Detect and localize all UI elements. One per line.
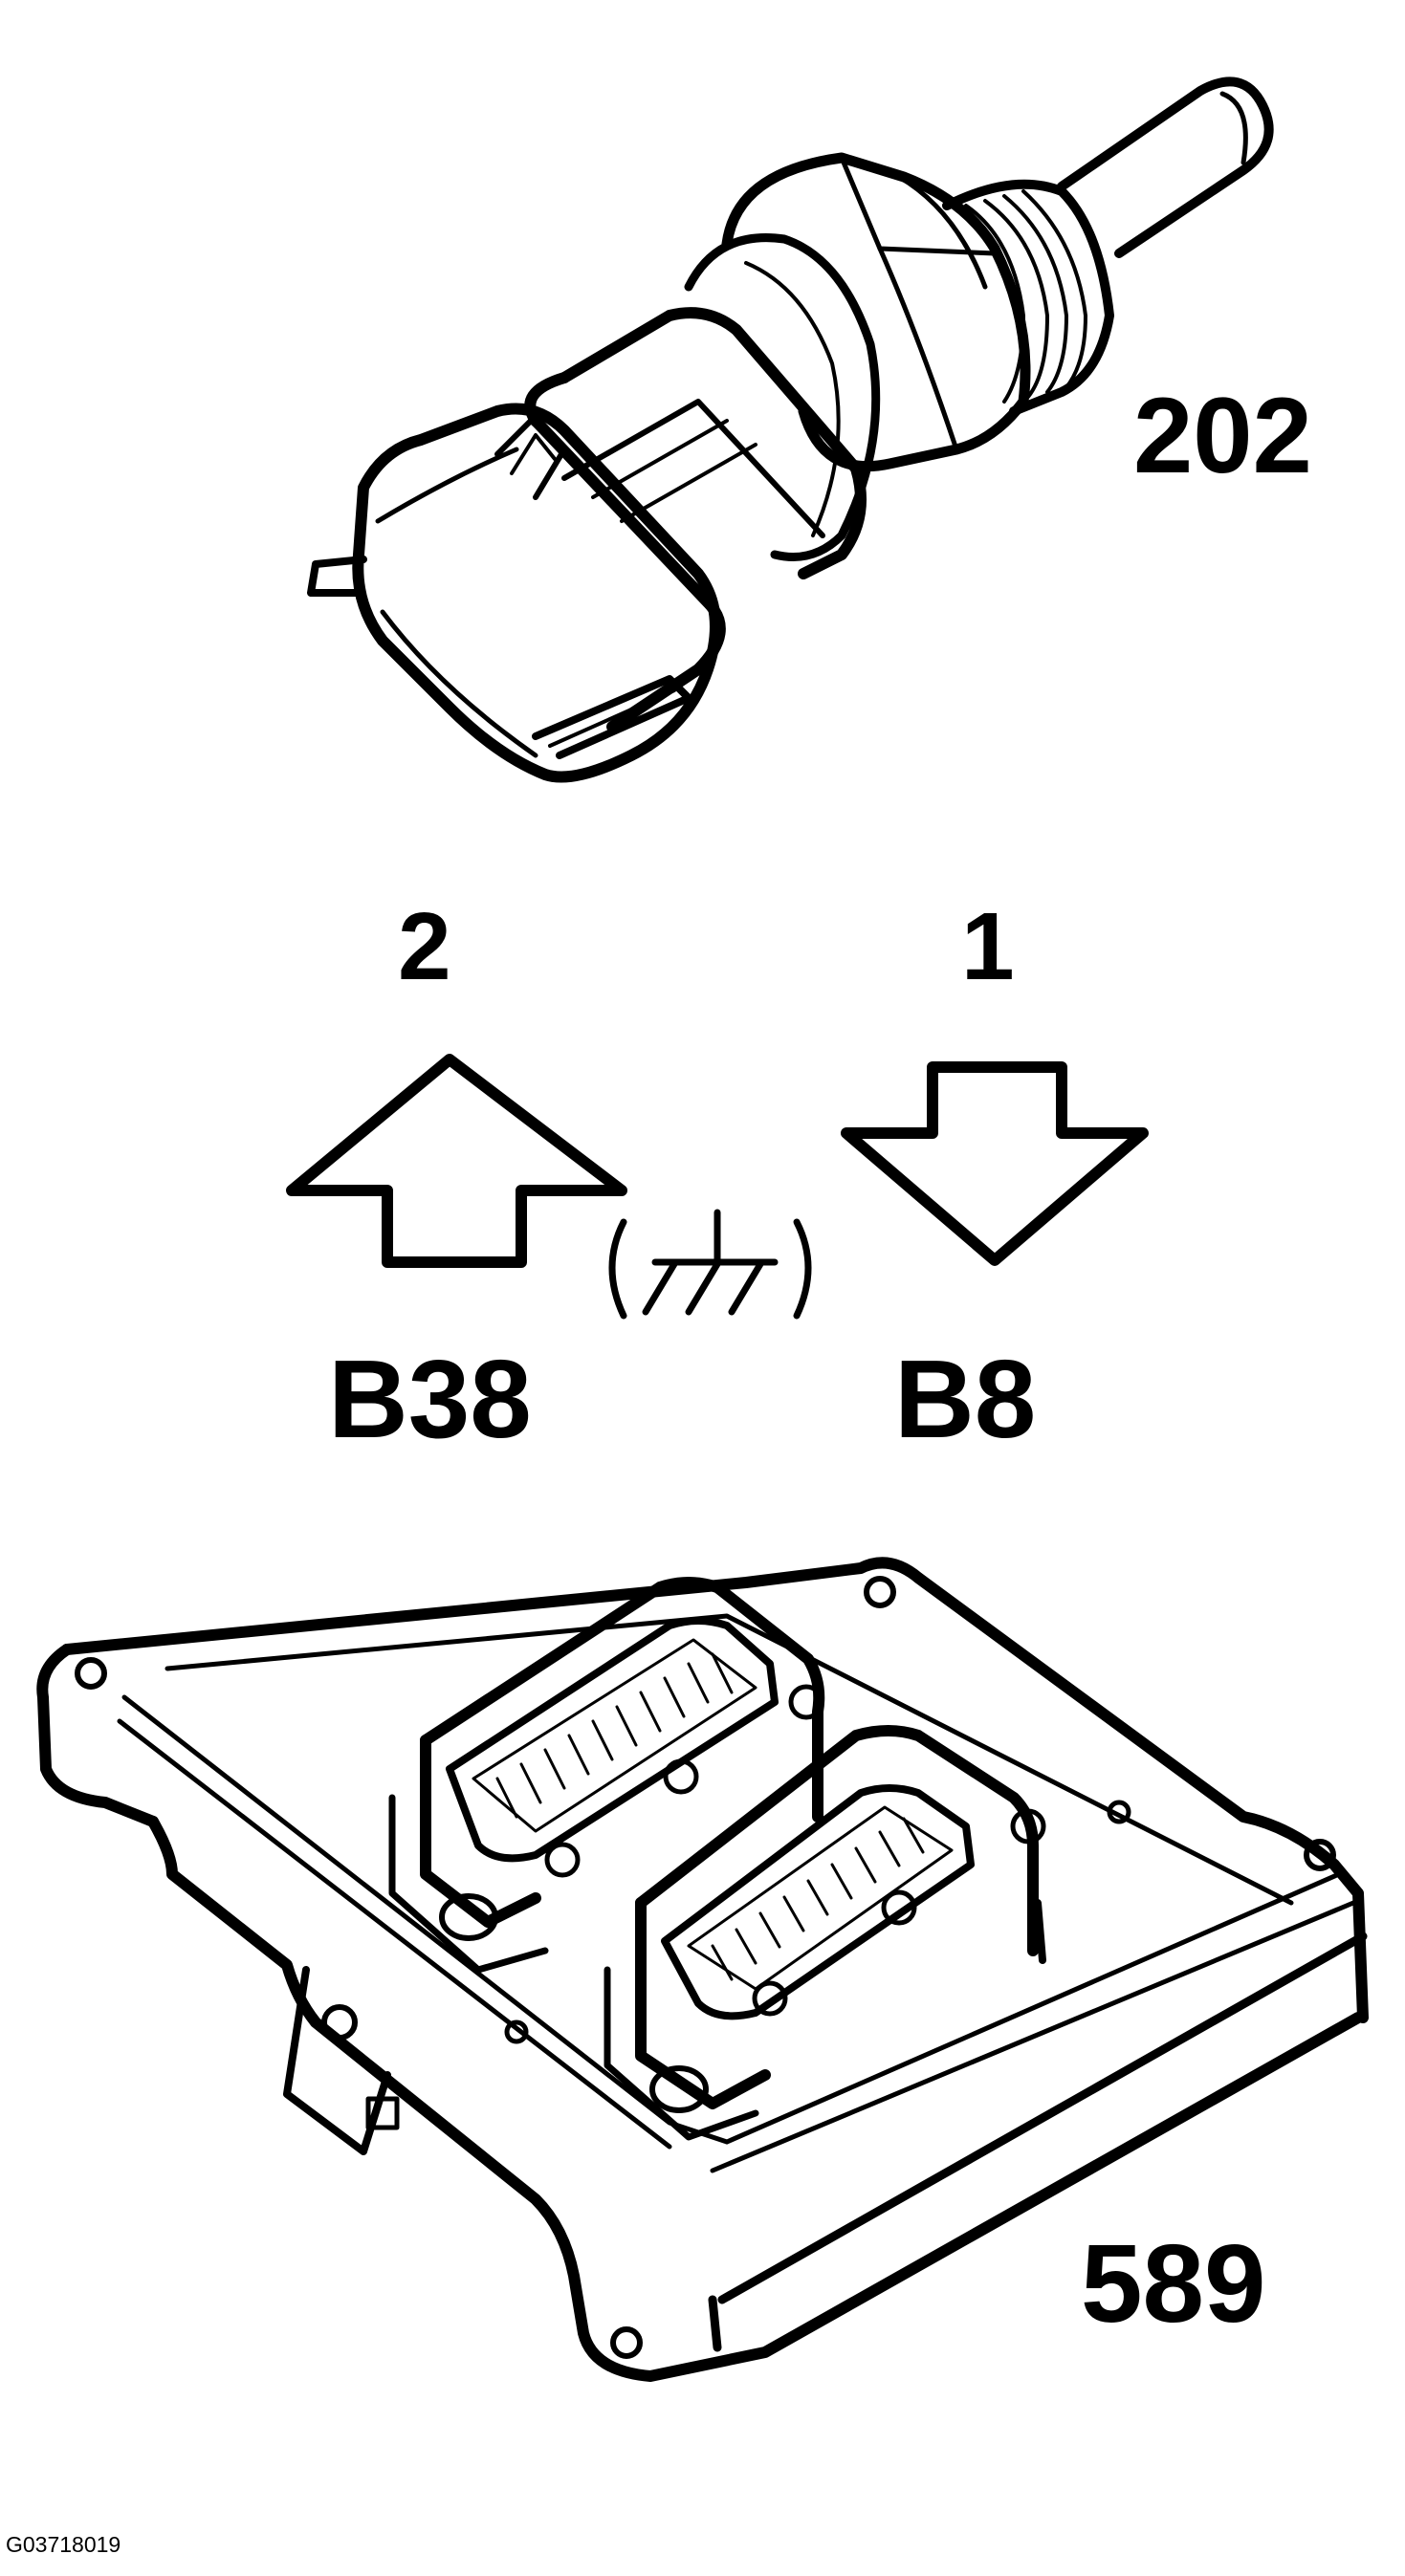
connector-pins-rear [495, 1652, 734, 1819]
connector-pins-front [711, 1817, 925, 1981]
pin-b8-label: B8 [894, 1337, 1037, 1461]
temperature-sensor-drawing [307, 76, 1274, 783]
pin-2-label: 2 [398, 893, 451, 1000]
control-module-drawing [36, 1557, 1369, 2382]
pin-1-label: 1 [961, 893, 1015, 1000]
control-unit-number-label: 589 [1081, 2221, 1266, 2346]
pin-b38-label: B38 [328, 1337, 532, 1461]
ground-icon [608, 1209, 812, 1320]
arrow-up-icon [286, 1054, 627, 1268]
sensor-number-label: 202 [1133, 376, 1312, 495]
arrow-down-icon [841, 1061, 1149, 1266]
figure-id-label: G03718019 [6, 2532, 121, 2557]
